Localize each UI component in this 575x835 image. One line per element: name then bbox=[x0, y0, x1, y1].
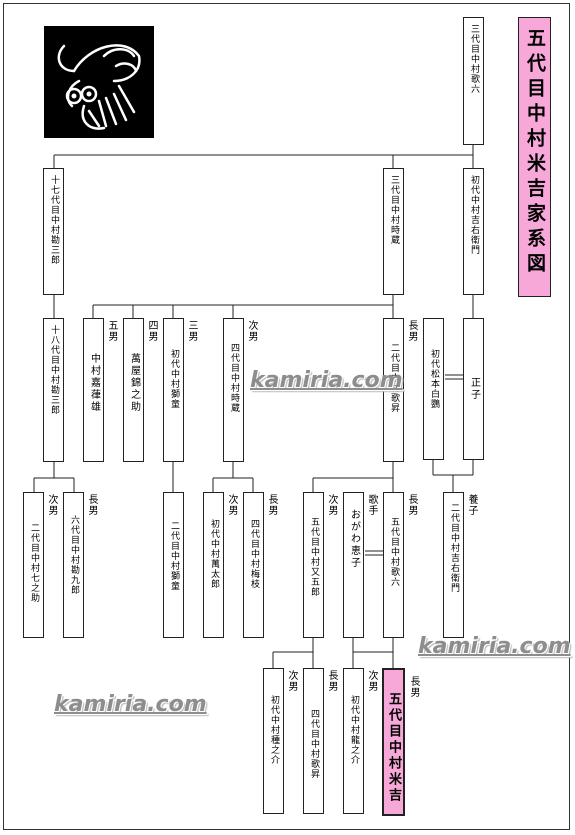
person-matagoro5: 五代目中村又五郎 bbox=[303, 492, 324, 638]
person-shichinosuke2: 二代目中村七之助 bbox=[23, 492, 44, 638]
diagram-title: 五代目中村米吉家系図 bbox=[518, 17, 551, 297]
person-kasaburo: 中村嘉葎雄 bbox=[83, 318, 104, 462]
diagram-frame bbox=[3, 3, 570, 830]
person-kasho2: 二代目中村歌昇 bbox=[383, 318, 404, 462]
person-kaiuta6-3: 三代目中村歌六 bbox=[463, 17, 484, 145]
person-baishi4: 四代目中村梅枝 bbox=[243, 492, 264, 638]
relation-label: 長男 bbox=[408, 676, 419, 698]
person-ryunosuke1: 初代中村龍之介 bbox=[343, 668, 364, 814]
person-hakuo1: 初代松本白鸚 bbox=[423, 318, 444, 460]
person-kasho4: 四代目中村歌昇 bbox=[303, 668, 324, 814]
relation-label: 長男 bbox=[326, 670, 337, 692]
person-mantaro1: 初代中村萬太郎 bbox=[203, 492, 224, 638]
person-kanzaburo17: 十七代目中村勘三郎 bbox=[43, 168, 64, 295]
relation-label: 次男 bbox=[226, 494, 237, 516]
watermark: kamiria.com bbox=[250, 368, 403, 393]
person-tokizo4: 四代目中村時蔵 bbox=[223, 318, 244, 462]
relation-label: 歌手 bbox=[366, 494, 377, 516]
relation-label: 長男 bbox=[266, 494, 277, 516]
relation-label: 五男 bbox=[106, 320, 117, 342]
relation-label: 四男 bbox=[146, 320, 157, 342]
relation-label: 次男 bbox=[246, 320, 257, 342]
relation-label: 次男 bbox=[366, 670, 377, 692]
person-shido2: 二代目中村獅童 bbox=[163, 492, 184, 638]
relation-label: 次男 bbox=[326, 494, 337, 516]
person-masako: 正子 bbox=[463, 318, 484, 460]
relation-label: 養子 bbox=[466, 494, 477, 516]
watermark: kamiria.com bbox=[418, 634, 571, 659]
person-karoku5: 五代目中村歌六 bbox=[383, 492, 404, 638]
person-yonekichi5: 五代目中村米吉 bbox=[382, 668, 405, 816]
watermark: kamiria.com bbox=[54, 692, 207, 717]
butterfly-crest-icon bbox=[44, 26, 154, 138]
relation-label: 長男 bbox=[86, 494, 97, 516]
person-tokizo3: 三代目中村時蔵 bbox=[383, 168, 404, 295]
person-ogawa-keiko: おがわ恵子 bbox=[343, 492, 364, 638]
person-kinnosuke: 萬屋錦之助 bbox=[123, 318, 144, 462]
person-tanenosuke1: 初代中村種之介 bbox=[263, 668, 284, 814]
person-shido1: 初代中村獅童 bbox=[163, 318, 184, 462]
relation-label: 三男 bbox=[186, 320, 197, 342]
person-kankuro6: 六代目中村勘九郎 bbox=[63, 492, 84, 638]
relation-label: 次男 bbox=[286, 670, 297, 692]
person-kichiemon1: 初代中村吉右衛門 bbox=[463, 168, 484, 295]
relation-label: 長男 bbox=[406, 320, 417, 342]
relation-label: 長男 bbox=[406, 494, 417, 516]
title-text: 五代目中村米吉家系図 bbox=[524, 28, 546, 278]
person-kanzaburo18: 十八代目中村勘三郎 bbox=[43, 318, 64, 462]
relation-label: 次男 bbox=[46, 494, 57, 516]
person-kichiemon2: 二代目中村吉右衛門 bbox=[443, 492, 464, 638]
